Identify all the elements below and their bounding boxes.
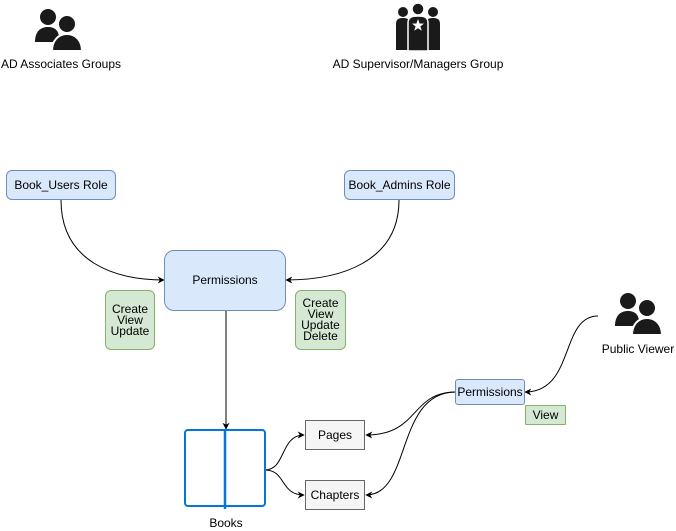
note-item: Create <box>111 301 149 316</box>
open-book-icon[interactable] <box>184 429 266 509</box>
public-permissions-node[interactable]: Permissions <box>455 379 525 405</box>
note-item: Create <box>302 296 339 310</box>
book-admins-role-node[interactable]: Book_Admins Role <box>344 170 455 200</box>
pages-node[interactable]: Pages <box>305 420 365 450</box>
edge-users-role-to-permissions <box>60 199 165 284</box>
manager-group-icon <box>396 2 440 52</box>
book-admins-role-label: Book_Admins Role <box>348 177 451 192</box>
edge-books-to-pages <box>264 431 305 471</box>
edge-books-to-chapters <box>264 469 305 499</box>
note-item: View <box>532 407 559 422</box>
note-item: Update <box>110 323 150 338</box>
note-item: View <box>117 312 143 327</box>
user-group-icon <box>35 9 84 52</box>
note-item: Update <box>301 318 340 332</box>
user-group-icon <box>615 293 664 336</box>
public-viewer-label: Public Viewer <box>601 342 675 356</box>
edge-public-to-permissions <box>524 315 599 396</box>
users-permissions-note: Create View Update <box>105 290 155 350</box>
books-label: Books <box>209 516 243 530</box>
permissions-node[interactable]: Permissions <box>164 250 286 311</box>
public-permissions-label: Permissions <box>457 384 523 399</box>
chapters-label: Chapters <box>310 487 360 502</box>
edge-public-permissions-to-chapters <box>365 391 457 499</box>
permissions-label: Permissions <box>192 273 258 287</box>
supervisors-group-label: AD Supervisor/Managers Group <box>332 57 504 71</box>
book-users-role-label: Book_Users Role <box>14 177 108 192</box>
admins-permissions-note: Create View Update Delete <box>295 290 346 350</box>
book-users-role-node[interactable]: Book_Users Role <box>6 170 116 200</box>
associates-group-label: AD Associates Groups <box>0 57 122 71</box>
note-item: Delete <box>303 329 338 343</box>
note-item: View <box>307 307 334 321</box>
public-permissions-note: View <box>525 405 566 425</box>
pages-label: Pages <box>317 427 353 442</box>
chapters-node[interactable]: Chapters <box>305 480 365 510</box>
edge-admins-role-to-permissions <box>285 199 400 284</box>
